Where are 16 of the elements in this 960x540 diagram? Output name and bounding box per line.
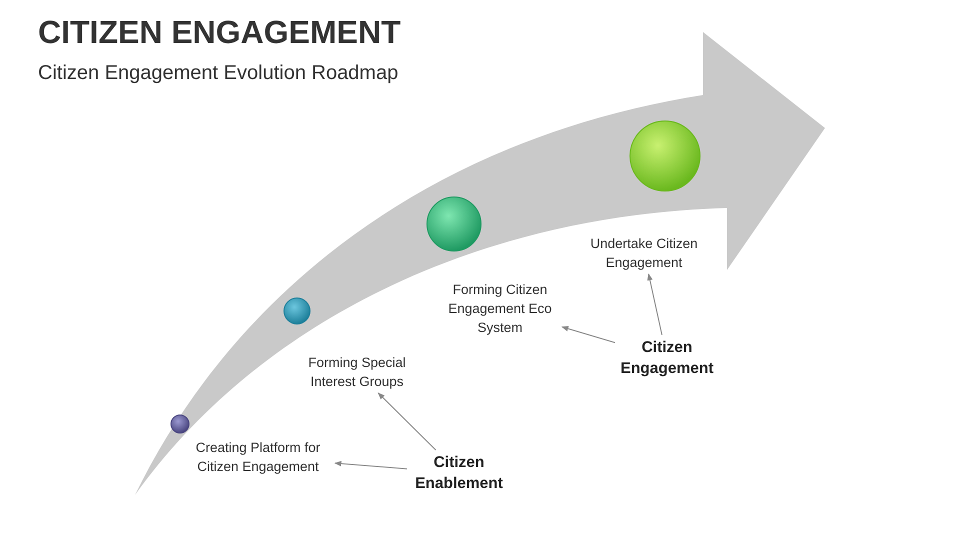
phase-heading: Citizen Enablement — [409, 452, 509, 494]
milestone-circle — [630, 120, 700, 192]
subtitle: Citizen Engagement Evolution Roadmap — [38, 62, 398, 85]
step-label: Undertake Citizen Engagement — [579, 234, 709, 272]
title: CITIZEN ENGAGEMENT — [38, 14, 401, 51]
milestone-circle — [170, 414, 190, 434]
arrow — [647, 273, 662, 336]
arrow — [334, 460, 408, 470]
arrow — [378, 392, 436, 450]
step-label: Forming Special Interest Groups — [297, 353, 417, 391]
step-label: Creating Platform for Citizen Engagement — [183, 438, 333, 476]
milestone-circle — [426, 196, 482, 252]
phase-heading: Citizen Engagement — [617, 337, 717, 379]
step-label: Forming Citizen Engagement Eco System — [440, 280, 560, 337]
milestone-circle — [284, 298, 310, 324]
arrow — [561, 326, 616, 344]
